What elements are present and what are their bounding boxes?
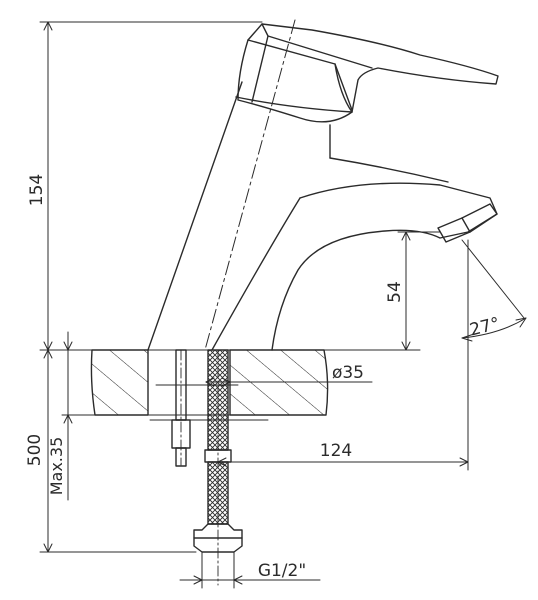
lever-handle	[237, 23, 499, 123]
dim-spout-height-label: 54	[385, 281, 405, 303]
countertop-section	[61, 349, 421, 416]
dim-angle-label: 27°	[468, 314, 502, 341]
dim-hose-length-label: 500	[25, 434, 45, 466]
dim-reach-label: 124	[320, 441, 352, 461]
dim-max-thickness-label: Max.35	[47, 437, 66, 496]
faucet-body	[147, 19, 498, 351]
dim-thread-label: G1/2"	[258, 561, 306, 581]
dim-hole-diameter-label: ø35	[332, 363, 364, 383]
dimension-lines	[39, 21, 527, 589]
dim-height-total-label: 154	[27, 174, 47, 206]
